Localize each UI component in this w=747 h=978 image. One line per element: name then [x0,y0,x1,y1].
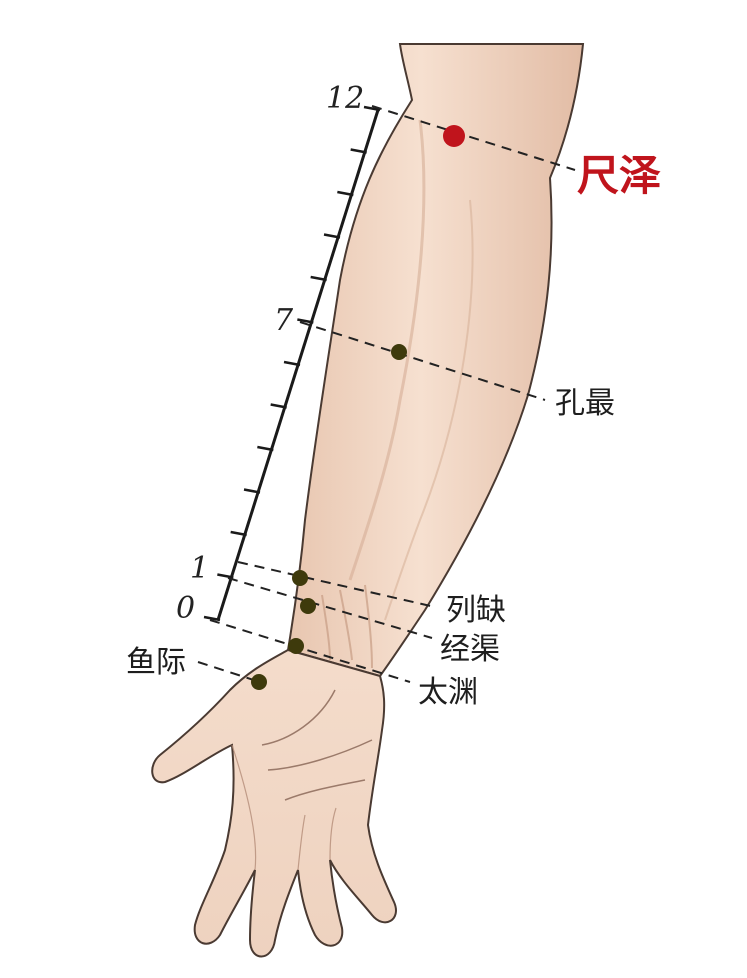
forearm-shape [286,43,585,678]
label-taiyuan: 太渊 [418,675,478,710]
point-yuji[interactable] [251,674,267,690]
scale-tick [243,488,261,494]
finger-lines [231,744,337,871]
scale-tick [230,530,247,537]
point-jingqu[interactable] [300,598,316,614]
guide-line-12 [371,105,576,171]
label-kongzui: 孔最 [555,386,615,421]
forearm-shading-2 [384,199,474,621]
forearm-shading [348,119,426,581]
guide-line-yuji [197,661,261,683]
point-chize[interactable] [443,125,465,147]
hand-shape [151,648,397,958]
guide-line-7 [299,321,546,401]
scale-label-12: 12 [326,81,364,116]
scale-tick [337,190,354,197]
guide-line-liq [227,577,433,639]
scale-label-7: 7 [274,303,294,338]
scale-label-1: 1 [190,551,209,586]
point-taiyuan[interactable] [288,638,304,654]
scale-label-0: 0 [176,591,195,626]
label-chize: 尺泽 [577,151,661,200]
label-lieque: 列缺 [446,593,506,628]
label-yuji: 鱼际 [126,645,186,680]
scale-tick [217,573,234,579]
scale-tick [257,445,274,452]
scale-tick [270,403,287,409]
scale-tick [363,105,381,112]
scale-ticks [203,105,381,622]
scale-tick [283,360,301,367]
label-jingqu: 经渠 [440,632,500,667]
scale-tick [323,233,341,239]
scale-tick [297,318,314,324]
scale-tick [310,275,327,282]
wrist-tendons [321,584,373,669]
point-lieque[interactable] [292,570,308,586]
scale-tick [203,615,221,622]
guide-line-0 [209,619,411,683]
guide-lines [197,105,576,683]
point-kongzui[interactable] [391,344,407,360]
scale-tick [350,148,367,154]
palm-creases [261,689,373,801]
